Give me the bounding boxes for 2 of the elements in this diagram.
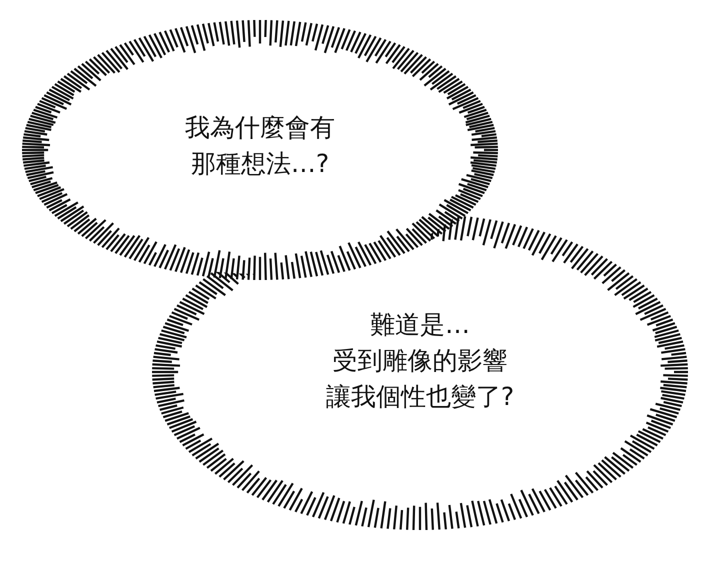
bubble-text: 難道是…受到雕像的影響讓我個性也變了? [324,309,516,413]
bubble-text: 我為什麼會有那種想法…? [184,112,336,180]
